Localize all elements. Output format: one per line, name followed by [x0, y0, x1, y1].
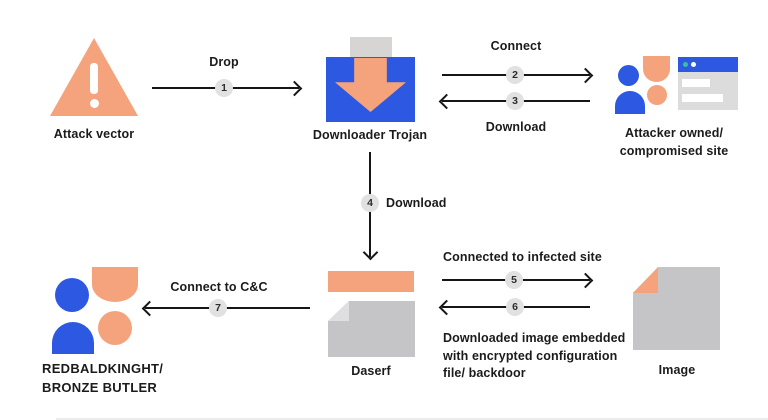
arrowhead-left-icon: [141, 300, 158, 317]
downloader-trojan-label: Downloader Trojan: [312, 128, 428, 142]
cropped-caption-artifact: [56, 418, 768, 420]
folded-corner-icon: [328, 301, 349, 321]
browser-titlebar: [678, 57, 738, 72]
step6-label: Downloaded image embedded with encrypted…: [443, 330, 625, 383]
browser-dot-white-icon: [691, 62, 696, 67]
person-body-icon: [52, 322, 94, 354]
threat-actor-label-line1: REDBALDKINGHT/: [42, 361, 164, 376]
browser-body: [678, 72, 738, 110]
step5-label: Connected to infected site: [443, 250, 602, 264]
orange-bar-icon: [328, 271, 414, 292]
arrowhead-right-icon: [286, 80, 303, 97]
downloader-trojan-node: [326, 37, 415, 122]
tab-icon: [350, 37, 392, 59]
person-head-icon: [55, 278, 89, 312]
browser-dot-teal-icon: [683, 62, 688, 67]
step7-label: Connect to C&C: [170, 280, 268, 294]
attack-vector-node: [50, 38, 138, 116]
attack-vector-label: Attack vector: [53, 127, 135, 141]
exclamation-dot-icon: [90, 99, 99, 108]
threat-actor-label: REDBALDKINGHT/ BRONZE BUTLER: [42, 360, 163, 397]
daserf-node: [328, 271, 415, 357]
step6-label-line2: with encrypted configuration: [443, 348, 618, 363]
person-dot-icon: [647, 85, 667, 105]
dome-shape-icon: [643, 56, 670, 82]
step6-badge: 6: [506, 298, 524, 316]
dome-shape-icon: [92, 267, 138, 302]
step2-label: Connect: [490, 39, 542, 53]
person-dot-icon: [98, 311, 132, 345]
step3-badge: 3: [506, 92, 524, 110]
arrow-7: [141, 300, 310, 317]
arrowhead-right-icon: [577, 67, 594, 84]
step7-badge: 7: [209, 299, 227, 317]
step1-label: Drop: [209, 55, 239, 69]
browser-content-line: [682, 94, 723, 102]
daserf-label: Daserf: [351, 364, 391, 378]
image-label: Image: [658, 363, 696, 377]
threat-actor-label-line2: BRONZE BUTLER: [42, 379, 158, 395]
arrowhead-right-icon: [577, 272, 594, 289]
arrowhead-left-icon: [438, 93, 455, 110]
arrowhead-left-icon: [438, 299, 455, 316]
step4-badge: 4: [361, 194, 379, 212]
threat-actor-node: [52, 267, 138, 354]
browser-content-line: [682, 79, 710, 87]
person-head-icon: [618, 65, 639, 86]
step3-label: Download: [485, 120, 547, 134]
user-group-icon: [615, 56, 671, 114]
person-body-icon: [615, 91, 645, 114]
exclamation-bar-icon: [90, 63, 98, 94]
attacker-site-label-line2: compromised site: [619, 144, 729, 158]
step5-badge: 5: [505, 271, 523, 289]
step2-badge: 2: [506, 66, 524, 84]
folded-corner-icon: [633, 267, 658, 293]
step1-badge: 1: [215, 79, 233, 97]
step6-label-line1: Downloaded image embedded: [443, 331, 626, 345]
attacker-site-node: [615, 56, 740, 114]
arrowhead-down-icon: [362, 244, 379, 261]
step6-label-line3: file/ backdoor: [443, 366, 526, 380]
image-node: [633, 267, 720, 350]
attacker-site-label-line1: Attacker owned/: [624, 126, 724, 140]
step4-label: Download: [386, 196, 447, 210]
browser-window-icon: [678, 57, 738, 110]
